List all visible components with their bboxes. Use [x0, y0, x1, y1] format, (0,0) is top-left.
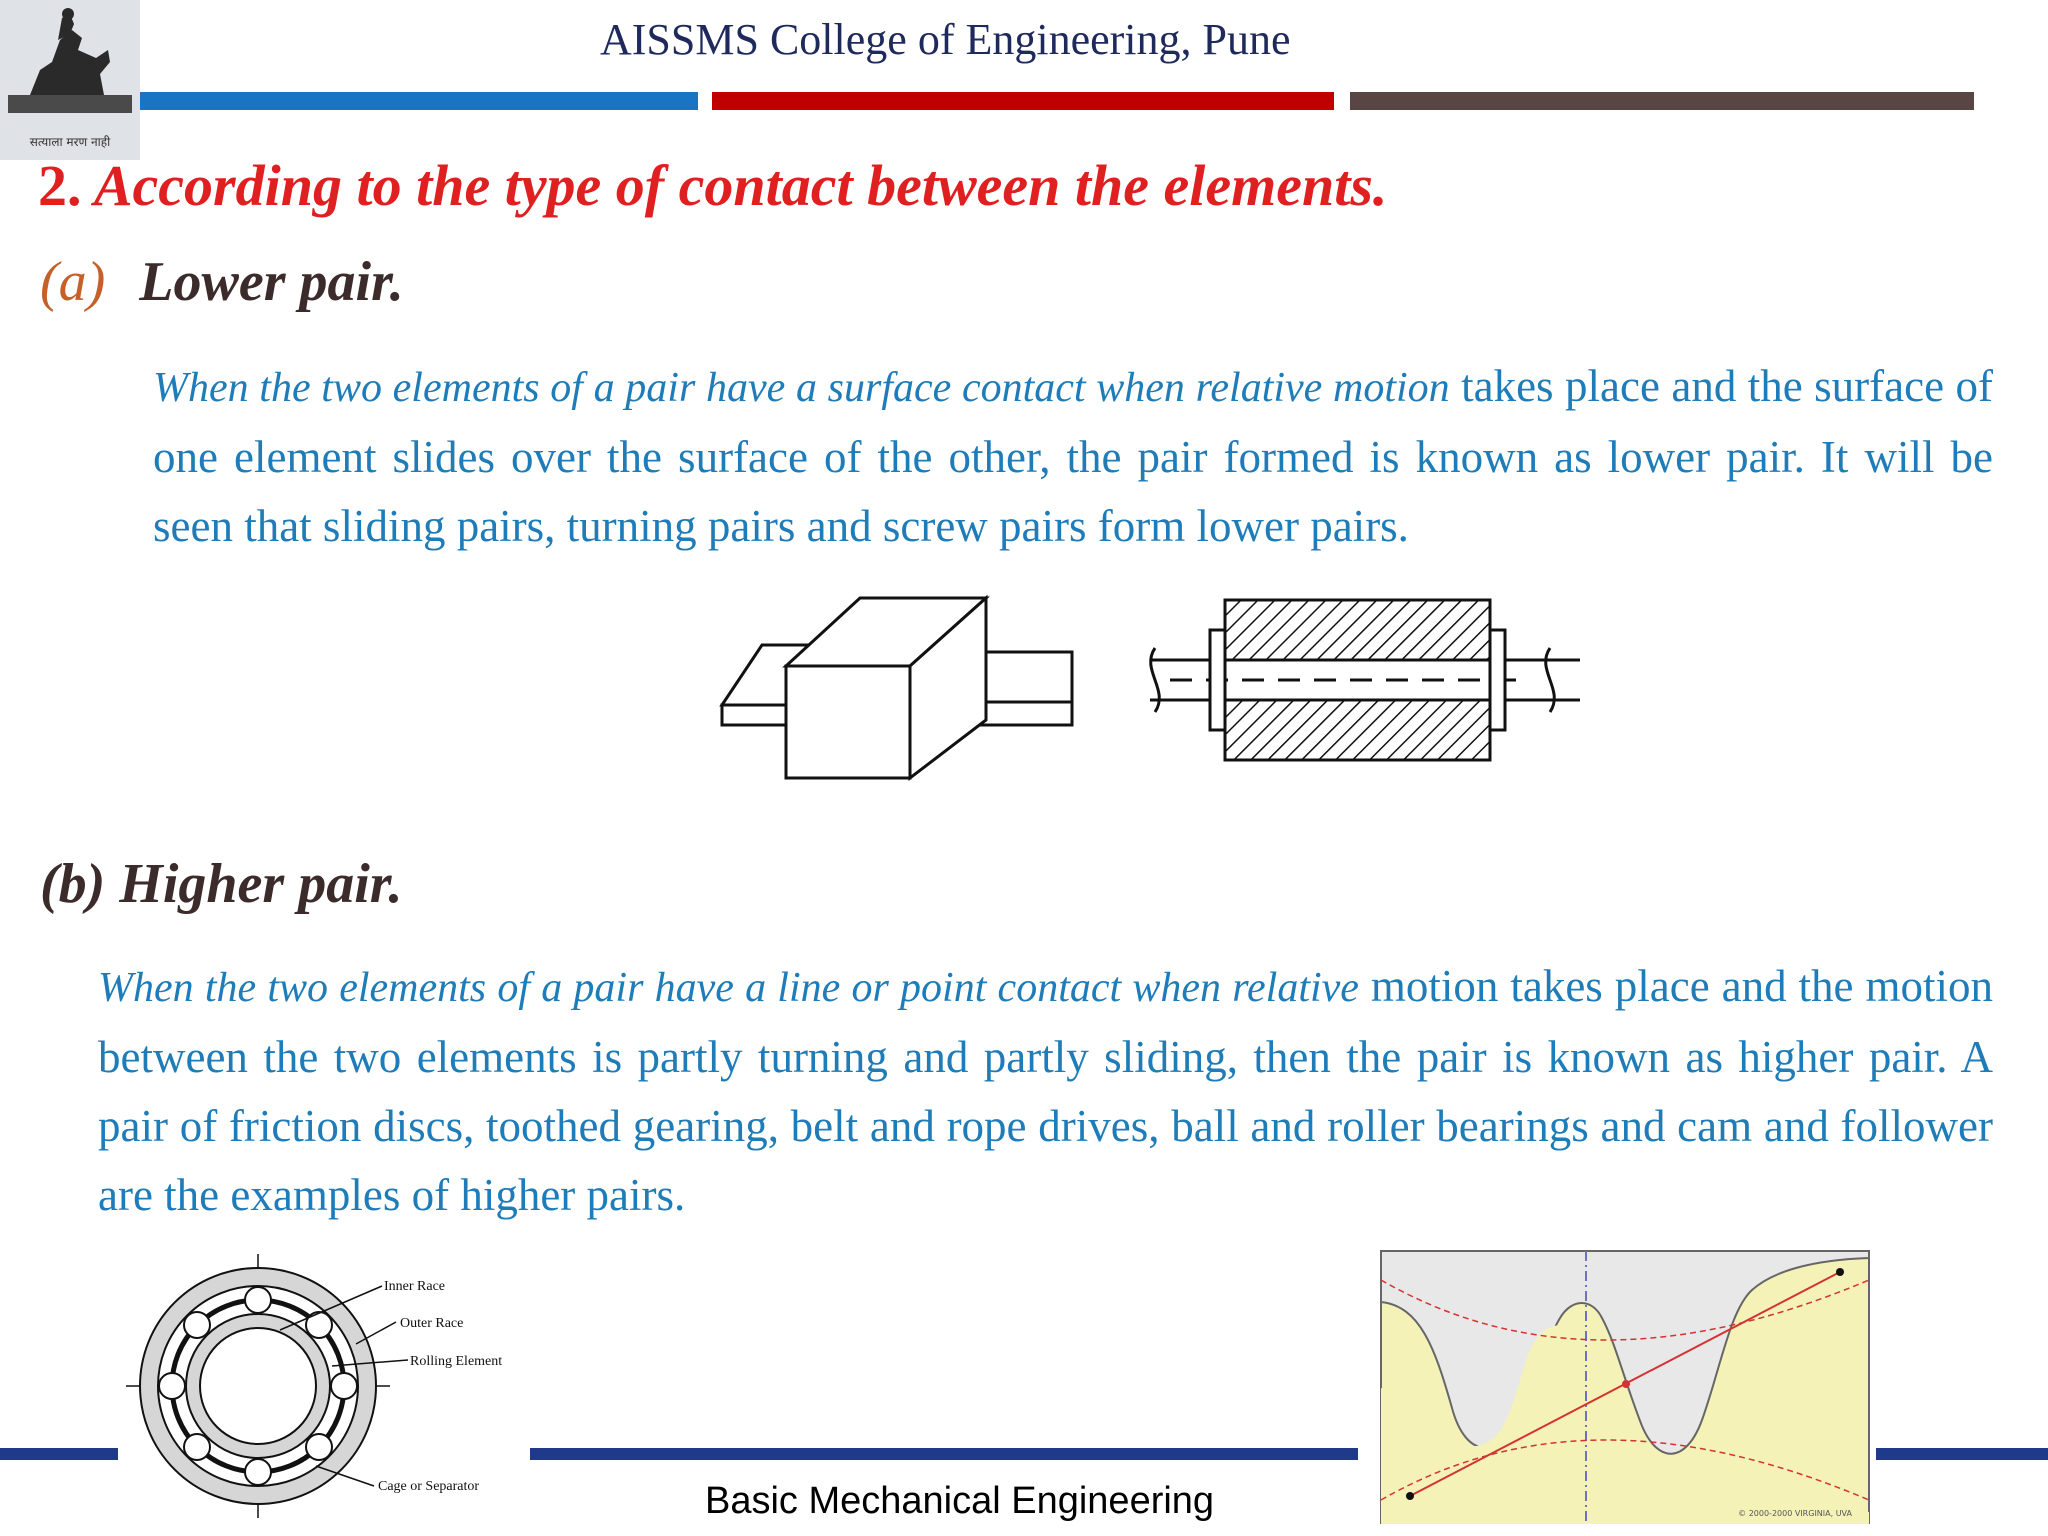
- lower-pair-intro: When the two elements of a pair have a s…: [153, 365, 1450, 411]
- section-title: According to the type of contact between…: [93, 153, 1388, 218]
- header-bar-red: [712, 92, 1334, 110]
- lower-pair-title: Lower pair.: [139, 251, 404, 313]
- gear-copyright: © 2000-2000 VIRGINIA, UVA: [1738, 1509, 1852, 1518]
- sliding-pair-drawing: [719, 594, 1074, 782]
- college-logo: सत्याला मरण नाही: [0, 0, 140, 160]
- section-number: 2.: [38, 153, 82, 218]
- gear-mesh-figure: © 2000-2000 VIRGINIA, UVA: [1380, 1250, 1870, 1524]
- footer-bar-right: [1876, 1448, 2048, 1460]
- lower-pair-figure: [700, 580, 1600, 800]
- college-name: AISSMS College of Engineering, Pune: [600, 15, 1291, 64]
- section-heading: 2. According to the type of contact betw…: [38, 152, 1387, 219]
- higher-pair-title: Higher pair.: [119, 853, 403, 915]
- higher-pair-paragraph: When the two elements of a pair have a l…: [98, 952, 1993, 1230]
- bearing-figure: Inner Race Outer Race Rolling Element Ca…: [120, 1248, 560, 1528]
- bearing-label-outer-race: Outer Race: [400, 1316, 463, 1331]
- higher-pair-heading: (b) Higher pair.: [40, 852, 402, 916]
- lower-pair-paragraph: When the two elements of a pair have a s…: [153, 352, 1993, 561]
- bearing-label-cage: Cage or Separator: [378, 1479, 479, 1494]
- bearing-label-rolling-element: Rolling Element: [410, 1354, 502, 1369]
- turning-pair-drawing: [1149, 598, 1580, 762]
- lower-pair-label: (a): [40, 251, 106, 313]
- higher-pair-body: motion takes place and the motion betwee…: [98, 961, 1993, 1220]
- footer-title: Basic Mechanical Engineering: [705, 1480, 1215, 1522]
- footer-bar-center: [530, 1448, 1358, 1460]
- lower-pair-body: takes place and the surface of one eleme…: [153, 361, 1993, 551]
- higher-pair-intro: When the two elements of a pair have a l…: [98, 965, 1359, 1011]
- header-bar-brown: [1350, 92, 1974, 110]
- higher-pair-label: (b): [40, 853, 106, 915]
- header-bar-blue: [140, 92, 698, 110]
- bearing-label-inner-race: Inner Race: [384, 1279, 445, 1294]
- logo-motto: सत्याला मरण नाही: [30, 135, 111, 149]
- lower-pair-heading: (a) Lower pair.: [40, 250, 404, 314]
- footer-bar-left: [0, 1448, 118, 1460]
